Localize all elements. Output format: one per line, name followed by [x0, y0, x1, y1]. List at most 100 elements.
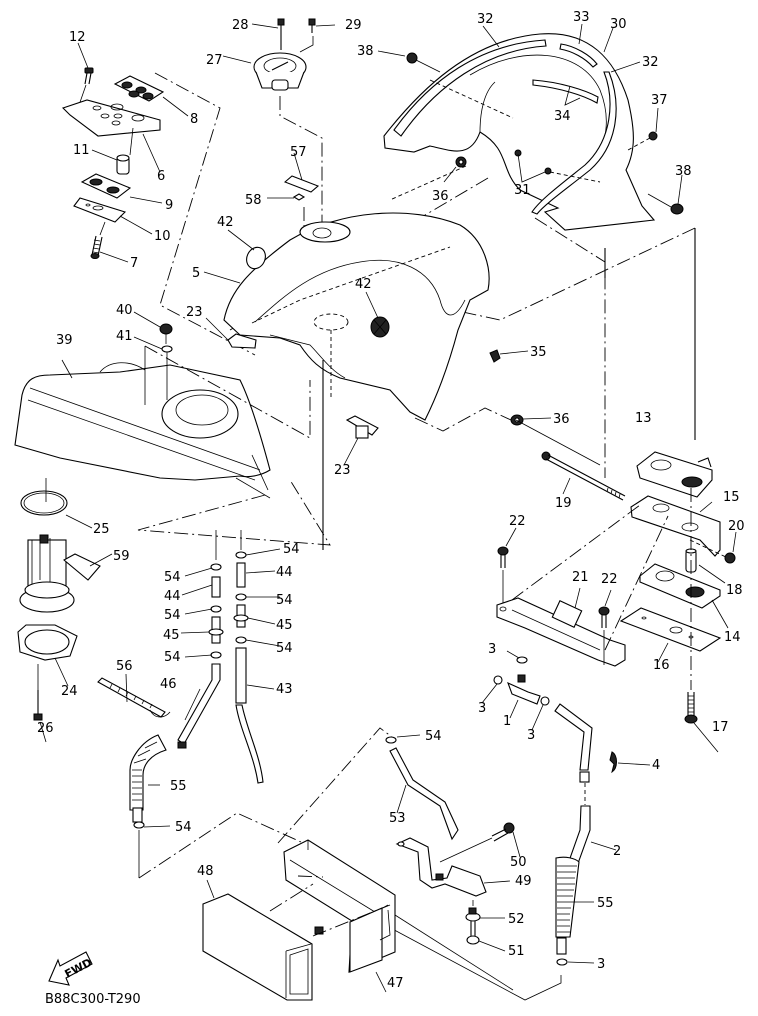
callout-21: 21 — [572, 570, 589, 585]
bracket-part-21 — [496, 597, 626, 667]
callout-6: 6 — [157, 169, 165, 184]
collar-part-52 — [465, 907, 481, 922]
plate-part-16 — [619, 607, 722, 652]
bracket-part-6 — [61, 99, 161, 137]
callout-7: 7 — [130, 256, 138, 271]
screw-part-26 — [33, 690, 43, 721]
trim-part-32-right — [531, 71, 617, 215]
callout-53: 53 — [389, 811, 406, 826]
callout-3-a: 3 — [488, 642, 496, 657]
callout-31: 31 — [514, 183, 531, 198]
damper-part-23-right — [345, 415, 379, 439]
clip-part-3-a — [516, 656, 528, 664]
callout-40: 40 — [116, 303, 133, 318]
callout-37: 37 — [651, 93, 668, 108]
callout-46: 46 — [160, 677, 177, 692]
callout-20: 20 — [728, 519, 745, 534]
callout-16: 16 — [653, 658, 670, 673]
callout-54-left-1: 54 — [164, 570, 181, 585]
drawing-code: B88C300-T290 — [45, 992, 141, 1007]
callout-34: 34 — [554, 109, 571, 124]
grommet-part-36-top — [455, 156, 467, 168]
damper-part-23-left — [227, 333, 257, 349]
callout-39: 39 — [56, 333, 73, 348]
callout-36-mid: 36 — [553, 412, 570, 427]
clip-part-38-right — [647, 193, 684, 215]
callout-54-left-3: 54 — [164, 650, 181, 665]
callout-28: 28 — [232, 18, 249, 33]
callout-10: 10 — [154, 229, 171, 244]
clip-part-3-c — [540, 696, 550, 706]
bolt-part-12 — [84, 67, 94, 85]
callout-42-center: 42 — [355, 277, 372, 292]
hose-column-left — [129, 563, 224, 829]
callout-15: 15 — [723, 490, 740, 505]
bracket-part-49 — [395, 837, 487, 897]
bolt-part-17 — [684, 692, 698, 724]
callout-23-right: 23 — [334, 463, 351, 478]
callout-45-left: 45 — [163, 628, 180, 643]
callout-54-right-3: 54 — [276, 641, 293, 656]
callout-58: 58 — [245, 193, 262, 208]
callout-43: 43 — [276, 682, 293, 697]
bolt-part-50 — [491, 822, 515, 842]
grommet-part-35 — [489, 349, 501, 363]
forward-direction-arrow: FWD — [48, 951, 94, 986]
trim-part-32-left — [393, 39, 547, 137]
trim-part-34 — [532, 79, 599, 104]
gasket-part-24 — [17, 624, 78, 661]
oring-part-25 — [20, 490, 68, 516]
callout-50: 50 — [510, 855, 527, 870]
screw-part-29 — [299, 18, 316, 53]
trim-part-33 — [559, 43, 598, 68]
screw-part-37 — [627, 131, 658, 151]
callout-42-left: 42 — [217, 215, 234, 230]
clip-part-54-canister — [385, 736, 397, 744]
callout-54-bottom-left: 54 — [175, 820, 192, 835]
callout-5: 5 — [192, 266, 200, 281]
callout-44-left: 44 — [164, 589, 181, 604]
damper-part-9 — [80, 173, 132, 199]
callout-38-top: 38 — [357, 44, 374, 59]
rear-mount-assembly — [496, 419, 737, 753]
callout-14: 14 — [724, 630, 741, 645]
fuel-tank-part-5 — [203, 212, 552, 550]
callout-36-top: 36 — [432, 189, 449, 204]
tank-cover-frame — [229, 23, 696, 478]
bolt-part-22-left — [497, 546, 509, 568]
clip-part-38-top — [406, 52, 441, 73]
callout-51: 51 — [508, 944, 525, 959]
grommet-part-36-mid — [510, 414, 524, 426]
callout-52: 52 — [508, 912, 525, 927]
callout-4: 4 — [652, 758, 660, 773]
screw-part-28 — [277, 18, 285, 50]
callout-13: 13 — [635, 411, 652, 426]
cover-part-48 — [202, 893, 313, 1001]
callout-3-b: 3 — [478, 701, 486, 716]
clip-part-3-d — [556, 958, 568, 966]
callout-25: 25 — [93, 522, 110, 537]
callout-1: 1 — [503, 714, 511, 729]
callout-41: 41 — [116, 329, 133, 344]
label-part-57 — [283, 175, 320, 193]
callout-18: 18 — [726, 583, 743, 598]
callout-44-right: 44 — [276, 565, 293, 580]
callout-8: 8 — [190, 112, 198, 127]
bracket-part-15 — [630, 495, 721, 557]
bolt-part-7 — [90, 235, 103, 259]
hose-column-right — [233, 551, 264, 784]
emblem-seal-part-42 — [246, 246, 266, 270]
protector-part-55-right — [555, 856, 580, 955]
clip-part-40 — [159, 323, 173, 344]
callout-47: 47 — [387, 976, 404, 991]
callout-55-right: 55 — [597, 896, 614, 911]
callout-11: 11 — [73, 143, 90, 158]
callout-54-right-2: 54 — [276, 593, 293, 608]
callout-labels: 12 8 6 11 9 10 7 28 29 27 57 58 42 5 32 … — [37, 10, 745, 991]
fuel-cap-part-27 — [253, 52, 307, 91]
callout-33: 33 — [573, 10, 590, 25]
damper-part-14 — [639, 563, 721, 609]
callout-57: 57 — [290, 145, 307, 160]
front-mount-assembly — [61, 42, 256, 356]
